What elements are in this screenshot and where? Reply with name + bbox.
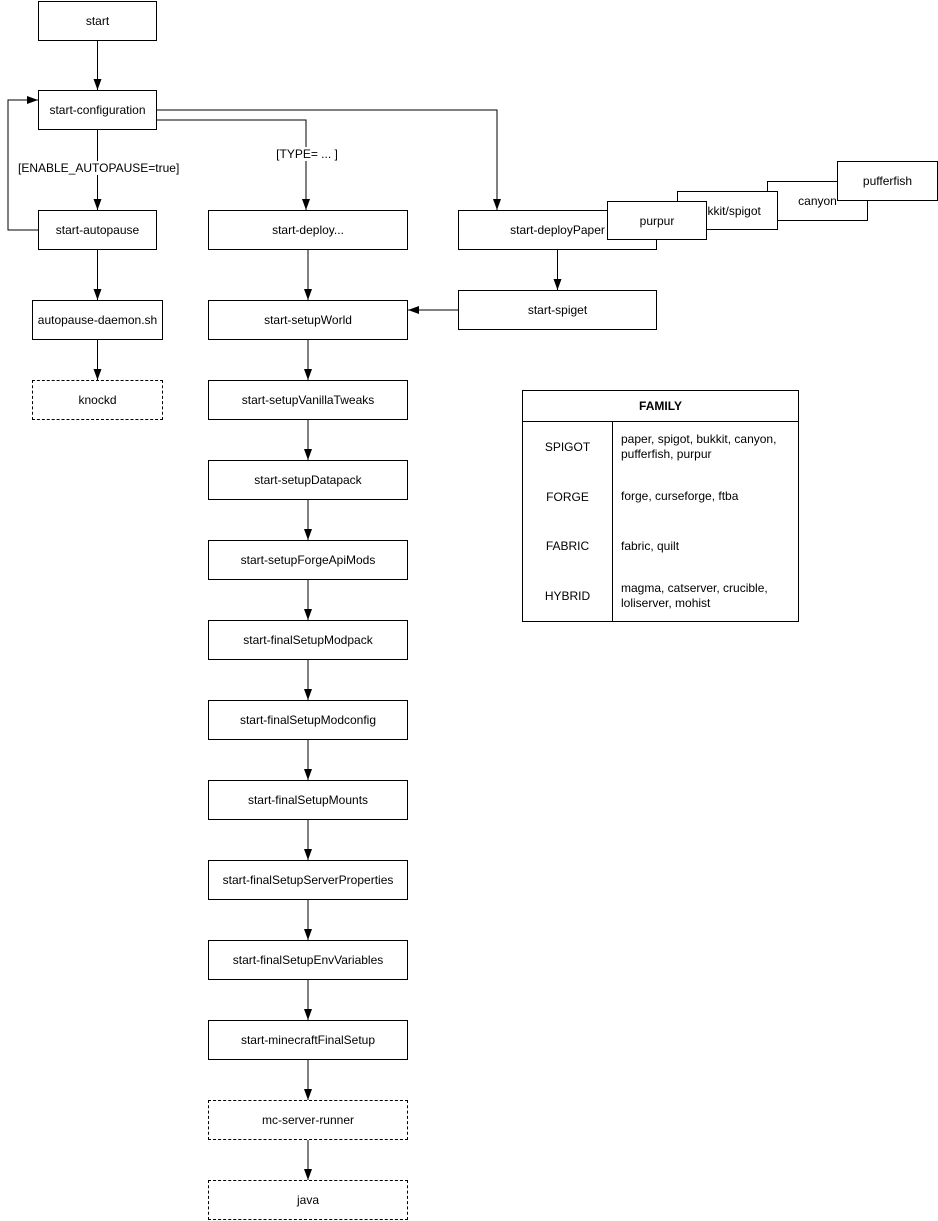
node-start-setupforgeapimods: start-setupForgeApiMods xyxy=(208,540,408,580)
family-row-spigot: SPIGOT paper, spigot, bukkit, canyon, pu… xyxy=(523,422,798,472)
node-start-spiget: start-spiget xyxy=(458,290,657,330)
family-name: FABRIC xyxy=(523,521,613,572)
node-start-setupvanillatweaks: start-setupVanillaTweaks xyxy=(208,380,408,420)
node-start-setupdatapack: start-setupDatapack xyxy=(208,460,408,500)
family-table: FAMILY SPIGOT paper, spigot, bukkit, can… xyxy=(522,390,799,622)
family-table-title: FAMILY xyxy=(523,391,798,422)
edge-label-enable-autopause: [ENABLE_AUTOPAUSE=true] xyxy=(18,161,180,175)
node-start-finalsetupmodconfig: start-finalSetupModconfig xyxy=(208,700,408,740)
node-start-deploy: start-deploy... xyxy=(208,210,408,250)
family-members: paper, spigot, bukkit, canyon, pufferfis… xyxy=(621,431,777,461)
node-java: java xyxy=(208,1180,408,1220)
node-start-finalsetupmounts: start-finalSetupMounts xyxy=(208,780,408,820)
node-start-finalsetupenvvariables: start-finalSetupEnvVariables xyxy=(208,940,408,980)
node-mc-server-runner: mc-server-runner xyxy=(208,1100,408,1140)
edge-configuration-to-deploy xyxy=(157,119,310,210)
family-name: SPIGOT xyxy=(523,422,613,472)
node-purpur: purpur xyxy=(607,201,707,240)
family-name: FORGE xyxy=(523,471,613,522)
family-row-hybrid: HYBRID magma, catserver, crucible, lolis… xyxy=(523,571,798,621)
node-start: start xyxy=(38,1,157,41)
node-knockd: knockd xyxy=(32,380,163,420)
edge-label-type: [TYPE= ... ] xyxy=(276,147,338,161)
family-members: magma, catserver, crucible, loliserver, … xyxy=(621,581,768,611)
node-start-configuration: start-configuration xyxy=(38,90,157,130)
node-start-autopause: start-autopause xyxy=(38,210,157,250)
node-start-minecraftfinalsetup: start-minecraftFinalSetup xyxy=(208,1020,408,1060)
edge-configuration-to-deploypaper xyxy=(157,109,501,210)
family-name: HYBRID xyxy=(523,571,613,621)
family-row-fabric: FABRIC fabric, quilt xyxy=(523,521,798,572)
node-pufferfish: pufferfish xyxy=(837,161,938,201)
node-start-finalsetupserverproperties: start-finalSetupServerProperties xyxy=(208,860,408,900)
family-members: fabric, quilt xyxy=(621,538,680,553)
node-start-setupworld: start-setupWorld xyxy=(208,300,408,340)
family-row-forge: FORGE forge, curseforge, ftba xyxy=(523,471,798,522)
node-autopause-daemon: autopause-daemon.sh xyxy=(32,300,163,340)
edge-autopause-loop-to-configuration xyxy=(7,96,38,231)
family-table-body: SPIGOT paper, spigot, bukkit, canyon, pu… xyxy=(523,422,798,621)
node-start-finalsetupmodpack: start-finalSetupModpack xyxy=(208,620,408,660)
family-members: forge, curseforge, ftba xyxy=(621,489,739,504)
